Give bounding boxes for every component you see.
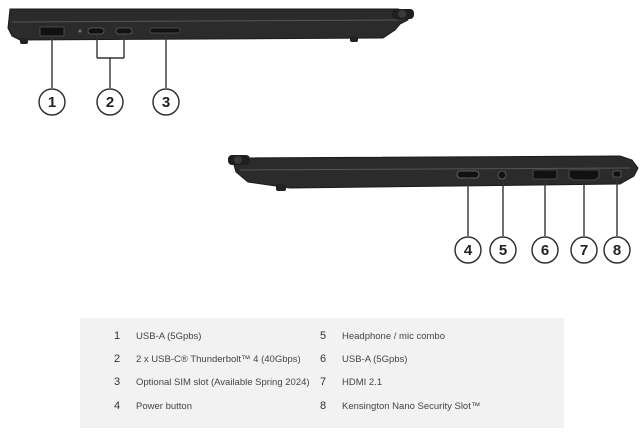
callout-circle-5 <box>489 236 517 264</box>
sim-slot <box>149 27 181 34</box>
laptop-left-side-view <box>7 8 414 44</box>
legend-label: HDMI 2.1 <box>342 376 383 388</box>
usb-a-port-left <box>39 26 65 37</box>
callout-number-8: 8 <box>613 242 621 259</box>
legend-item-3: 3 Optional SIM slot (Available Spring 20… <box>114 372 310 392</box>
legend-label: Headphone / mic combo <box>342 330 445 342</box>
callout-circle-8 <box>603 236 631 264</box>
callout-circle-3 <box>152 88 180 116</box>
callout-number-1: 1 <box>48 94 56 111</box>
callout-circle-6 <box>531 236 559 264</box>
legend-number: 7 <box>320 376 327 388</box>
callout-number-3: 3 <box>162 94 170 111</box>
headphone-jack <box>497 170 507 180</box>
callout-number-6: 6 <box>541 242 549 259</box>
usb-a-port-right <box>532 169 558 180</box>
callout-lines-top <box>51 34 167 88</box>
legend-item-8: 8 Kensington Nano Security Slot™ <box>320 396 480 416</box>
legend-number: 1 <box>114 330 121 342</box>
callout-number-2: 2 <box>106 94 114 111</box>
laptop-right-side-view <box>228 155 639 191</box>
callout-circle-2 <box>96 88 124 116</box>
power-button <box>456 170 480 179</box>
legend-number: 6 <box>320 353 327 365</box>
kensington-slot <box>612 170 622 178</box>
legend-number: 3 <box>114 376 121 388</box>
legend-item-4: 4 Power button <box>114 396 192 416</box>
legend-label: 2 x USB-C® Thunderbolt™ 4 (40Gbps) <box>136 353 301 365</box>
legend-number: 5 <box>320 330 327 342</box>
port-legend: 1 USB-A (5Gpbs) 2 2 x USB-C® Thunderbolt… <box>80 318 564 428</box>
callout-circle-4 <box>454 236 482 264</box>
callout-circle-1 <box>38 88 66 116</box>
legend-label: Kensington Nano Security Slot™ <box>342 400 481 412</box>
callout-number-4: 4 <box>464 242 473 259</box>
legend-number: 4 <box>114 400 121 412</box>
legend-number: 2 <box>114 353 121 365</box>
hdmi-port <box>568 169 600 181</box>
callout-lines-bottom <box>467 177 618 236</box>
usb-c-port-2 <box>115 27 133 35</box>
usb-c-port-1 <box>87 27 105 35</box>
legend-label: USB-A (5Gpbs) <box>136 330 202 342</box>
legend-item-5: 5 Headphone / mic combo <box>320 326 445 346</box>
legend-item-2: 2 2 x USB-C® Thunderbolt™ 4 (40Gbps) <box>114 349 301 369</box>
callout-circles: 1 2 3 4 5 6 7 8 <box>38 88 631 264</box>
legend-label: Power button <box>136 400 192 412</box>
callout-number-7: 7 <box>580 242 588 259</box>
legend-label: Optional SIM slot (Available Spring 2024… <box>136 376 310 388</box>
callout-circle-7 <box>570 236 598 264</box>
legend-number: 8 <box>320 400 327 412</box>
legend-item-1: 1 USB-A (5Gpbs) <box>114 326 201 346</box>
legend-item-7: 7 HDMI 2.1 <box>320 372 382 392</box>
legend-label: USB-A (5Gpbs) <box>342 353 408 365</box>
legend-item-6: 6 USB-A (5Gpbs) <box>320 349 407 369</box>
callout-number-5: 5 <box>499 242 507 259</box>
